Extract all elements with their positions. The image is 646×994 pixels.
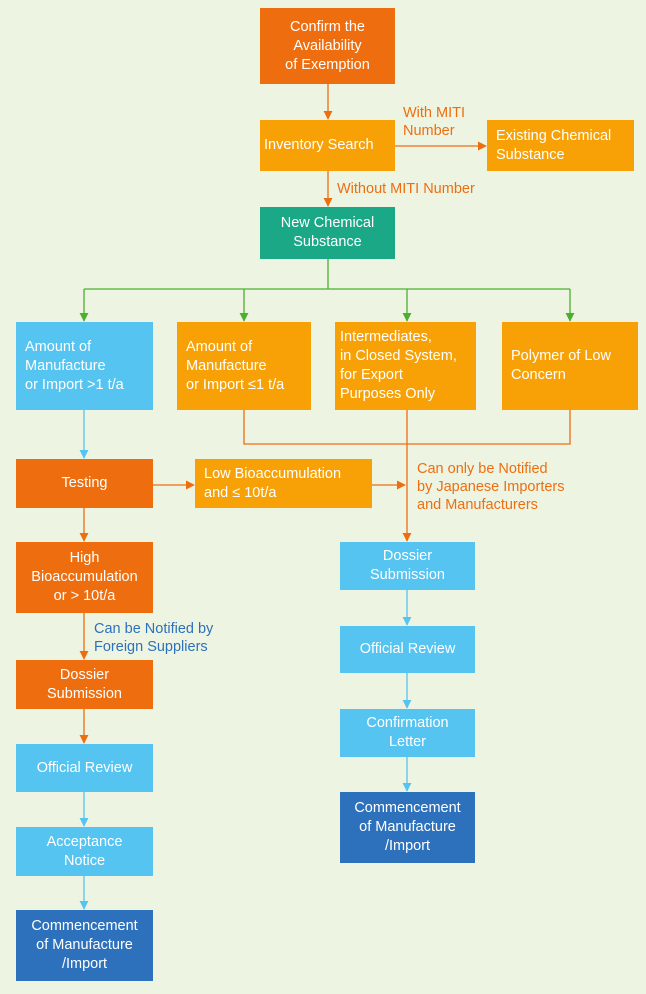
testing-box: Testing xyxy=(16,459,153,508)
inventory-search-box: Inventory Search xyxy=(260,120,395,171)
review-right-label: Official Review xyxy=(359,641,456,657)
intermediates-label: Intermediates,in Closed System,for Expor… xyxy=(340,329,457,402)
testing-label: Testing xyxy=(61,475,108,491)
without-miti-text: Without MITI Number xyxy=(337,181,475,197)
intermediates-box: Intermediates,in Closed System,for Expor… xyxy=(335,322,476,410)
inventory-search-label: Inventory Search xyxy=(264,137,374,153)
review-right-box: Official Review xyxy=(340,626,475,673)
without-miti-note: Without MITI Number xyxy=(337,180,475,198)
review-left-box: Official Review xyxy=(16,744,153,792)
review-left-label: Official Review xyxy=(36,759,133,776)
